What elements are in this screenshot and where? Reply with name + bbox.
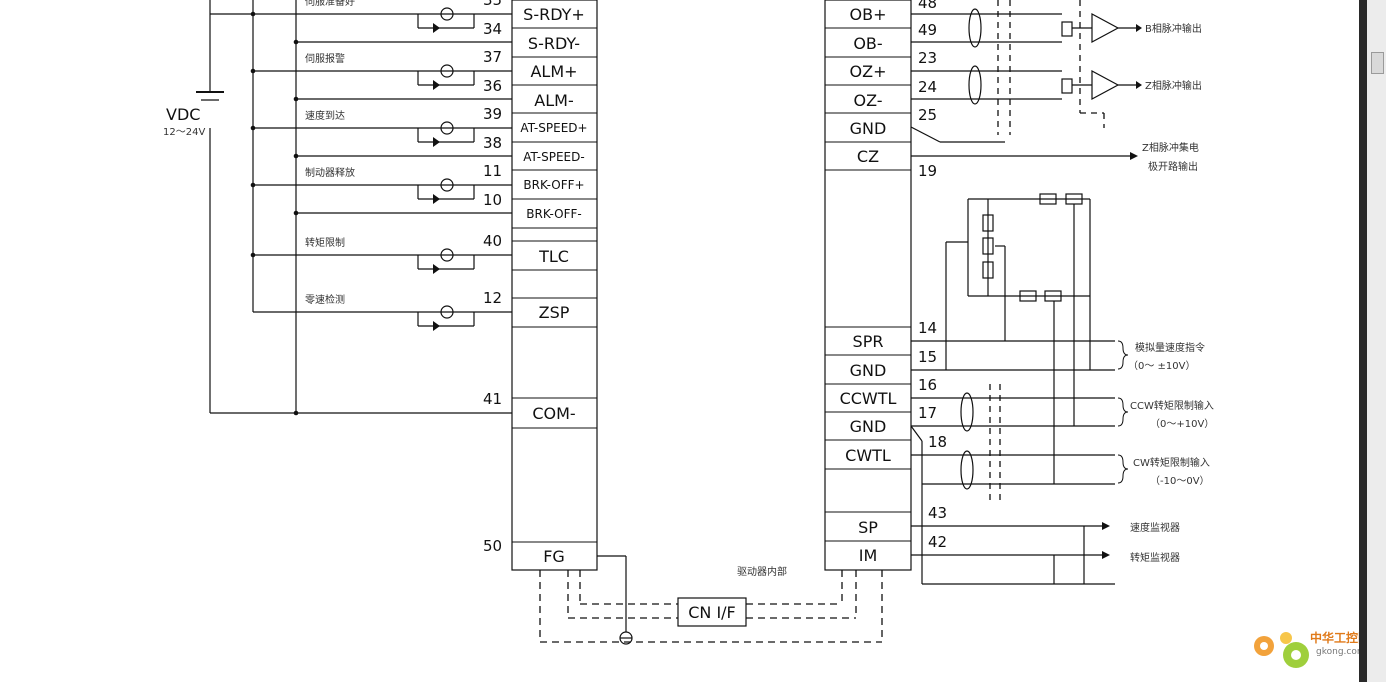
pin-number: 50: [483, 537, 502, 555]
pin-number: 16: [918, 376, 937, 394]
signal-label: COM-: [532, 404, 575, 423]
vdc-label: VDC: [166, 105, 200, 124]
input-label-servo-alarm: 伺服报警: [305, 52, 345, 65]
z-open-collector-label-1: Z相脉冲集电: [1142, 141, 1199, 154]
pin-number: 48: [918, 0, 937, 12]
cw-torque-limit-label: CW转矩限制输入: [1133, 456, 1210, 469]
pin-number: 34: [483, 20, 502, 38]
driver-internal-label: 驱动器内部: [737, 565, 787, 578]
scrollbar-thumb[interactable]: [1371, 52, 1384, 74]
pin-number: 36: [483, 77, 502, 95]
signal-label: CWTL: [845, 446, 891, 465]
z-open-collector-label-2: 极开路输出: [1148, 160, 1198, 173]
pin-number: 17: [918, 404, 937, 422]
pin-number: 40: [483, 232, 502, 250]
ccw-torque-limit-label: CCW转矩限制输入: [1130, 399, 1214, 412]
pin-number: 12: [483, 289, 502, 307]
signal-label: ZSP: [539, 303, 570, 322]
pin-number: 23: [918, 49, 937, 67]
scrollbar-edge: [1359, 0, 1367, 682]
b-pulse-output-label: B相脉冲输出: [1145, 22, 1202, 35]
ccw-torque-range-label: （0～+10V）: [1150, 418, 1214, 430]
signal-label: IM: [859, 546, 878, 565]
pin-number: 24: [918, 78, 937, 96]
signal-label: S-RDY-: [528, 34, 580, 53]
signal-label: GND: [850, 361, 887, 380]
watermark-url: gkong.com: [1316, 647, 1366, 657]
watermark-name: 中华工控网: [1310, 630, 1370, 645]
signal-label: SPR: [853, 332, 884, 351]
pin-number: 15: [918, 348, 937, 366]
signal-label: S-RDY+: [523, 5, 585, 24]
z-pulse-output-label: Z相脉冲输出: [1145, 79, 1202, 92]
speed-monitor-label: 速度监视器: [1130, 521, 1180, 534]
cn-if-label: CN I/F: [688, 603, 736, 622]
signal-label: AT-SPEED+: [520, 121, 587, 135]
signal-label: GND: [850, 417, 887, 436]
pin-number: 39: [483, 105, 502, 123]
signal-label: CZ: [857, 147, 879, 166]
vdc-range: 12～24V: [163, 127, 205, 138]
signal-label: BRK-OFF-: [526, 207, 581, 221]
cw-torque-range-label: （-10～0V）: [1150, 475, 1210, 487]
pin-number: 35: [483, 0, 502, 9]
signal-label: TLC: [538, 247, 569, 266]
pin-number: 42: [928, 533, 947, 551]
signal-label: OB+: [850, 5, 887, 24]
analog-speed-range-label: （0～ ±10V）: [1128, 360, 1196, 372]
signal-label: ALM-: [534, 91, 573, 110]
signal-label: FG: [543, 547, 565, 566]
pin-number: 37: [483, 48, 502, 66]
signal-label: BRK-OFF+: [523, 178, 584, 192]
signal-label: OZ+: [850, 62, 887, 81]
watermark-logo: [1254, 632, 1309, 668]
signal-label: CCWTL: [840, 389, 897, 408]
pin-number: 11: [483, 162, 502, 180]
input-label-speed-reached: 速度到达: [305, 109, 345, 122]
pin-number: 38: [483, 134, 502, 152]
pin-number: 49: [918, 21, 937, 39]
signal-label: ALM+: [530, 62, 577, 81]
analog-speed-command-label: 模拟量速度指令: [1135, 341, 1205, 354]
signal-label: GND: [850, 119, 887, 138]
pin-number: 25: [918, 106, 937, 124]
pin-number: 14: [918, 319, 937, 337]
signal-label: AT-SPEED-: [523, 150, 584, 164]
pin-number: 18: [928, 433, 947, 451]
signal-label: OB-: [853, 34, 882, 53]
input-label-zero-speed: 零速检测: [305, 293, 345, 306]
pin-number: 19: [918, 162, 937, 180]
signal-label: SP: [858, 518, 878, 537]
input-label-servo-ready: 伺服准备好: [305, 0, 355, 8]
input-label-brake-release: 制动器释放: [305, 166, 355, 179]
signal-label: OZ-: [853, 91, 882, 110]
pin-number: 41: [483, 390, 502, 408]
input-label-torque-limit: 转矩限制: [305, 236, 345, 249]
pin-number: 43: [928, 504, 947, 522]
pin-number: 10: [483, 191, 502, 209]
torque-monitor-label: 转矩监视器: [1130, 551, 1180, 564]
